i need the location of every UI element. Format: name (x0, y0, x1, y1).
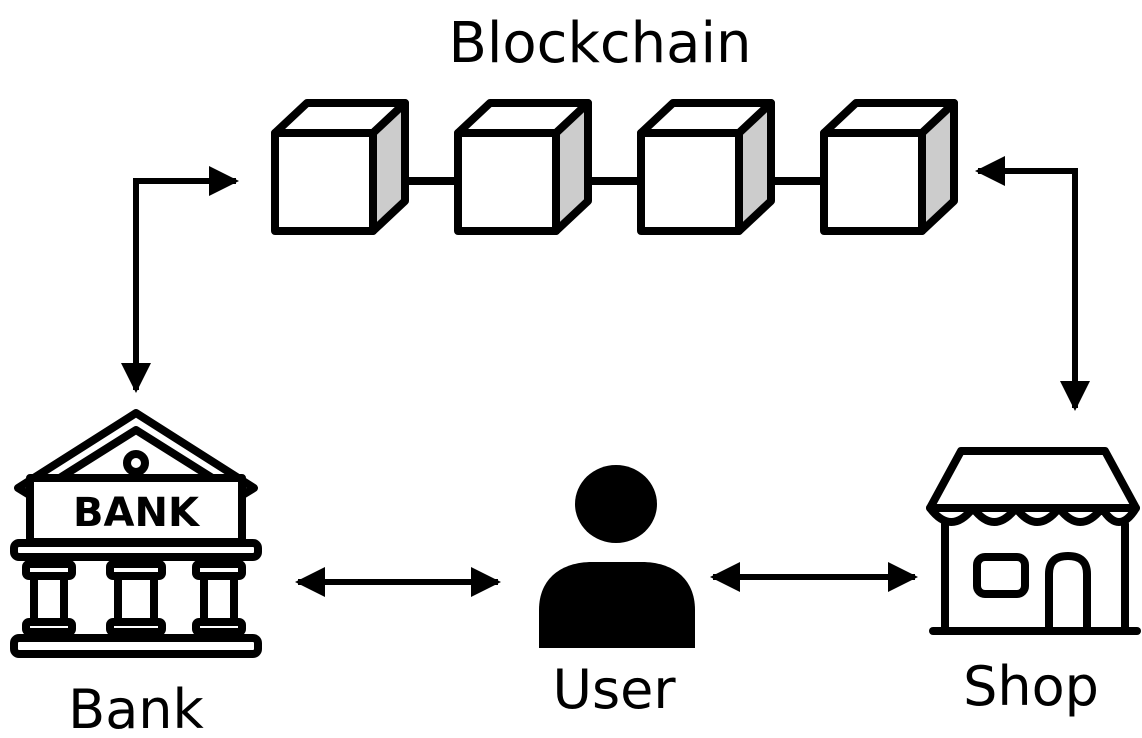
shop-label: Shop (963, 655, 1099, 718)
user-icon (539, 465, 695, 648)
bank-label: Bank (68, 678, 204, 738)
blockchain-blocks (271, 99, 958, 235)
shop-icon (926, 447, 1141, 635)
diagram-title: Blockchain (448, 11, 751, 76)
bank-icon: BANK (10, 409, 262, 658)
block-icon (271, 99, 409, 235)
arrows (121, 156, 1090, 597)
user-label: User (552, 658, 676, 721)
arrow-bank-blockchain (121, 166, 239, 393)
block-icon (637, 99, 775, 235)
bank-sign: BANK (73, 490, 201, 536)
block-icon (454, 99, 592, 235)
arrow-shop-blockchain (975, 156, 1090, 411)
block-icon (820, 99, 958, 235)
